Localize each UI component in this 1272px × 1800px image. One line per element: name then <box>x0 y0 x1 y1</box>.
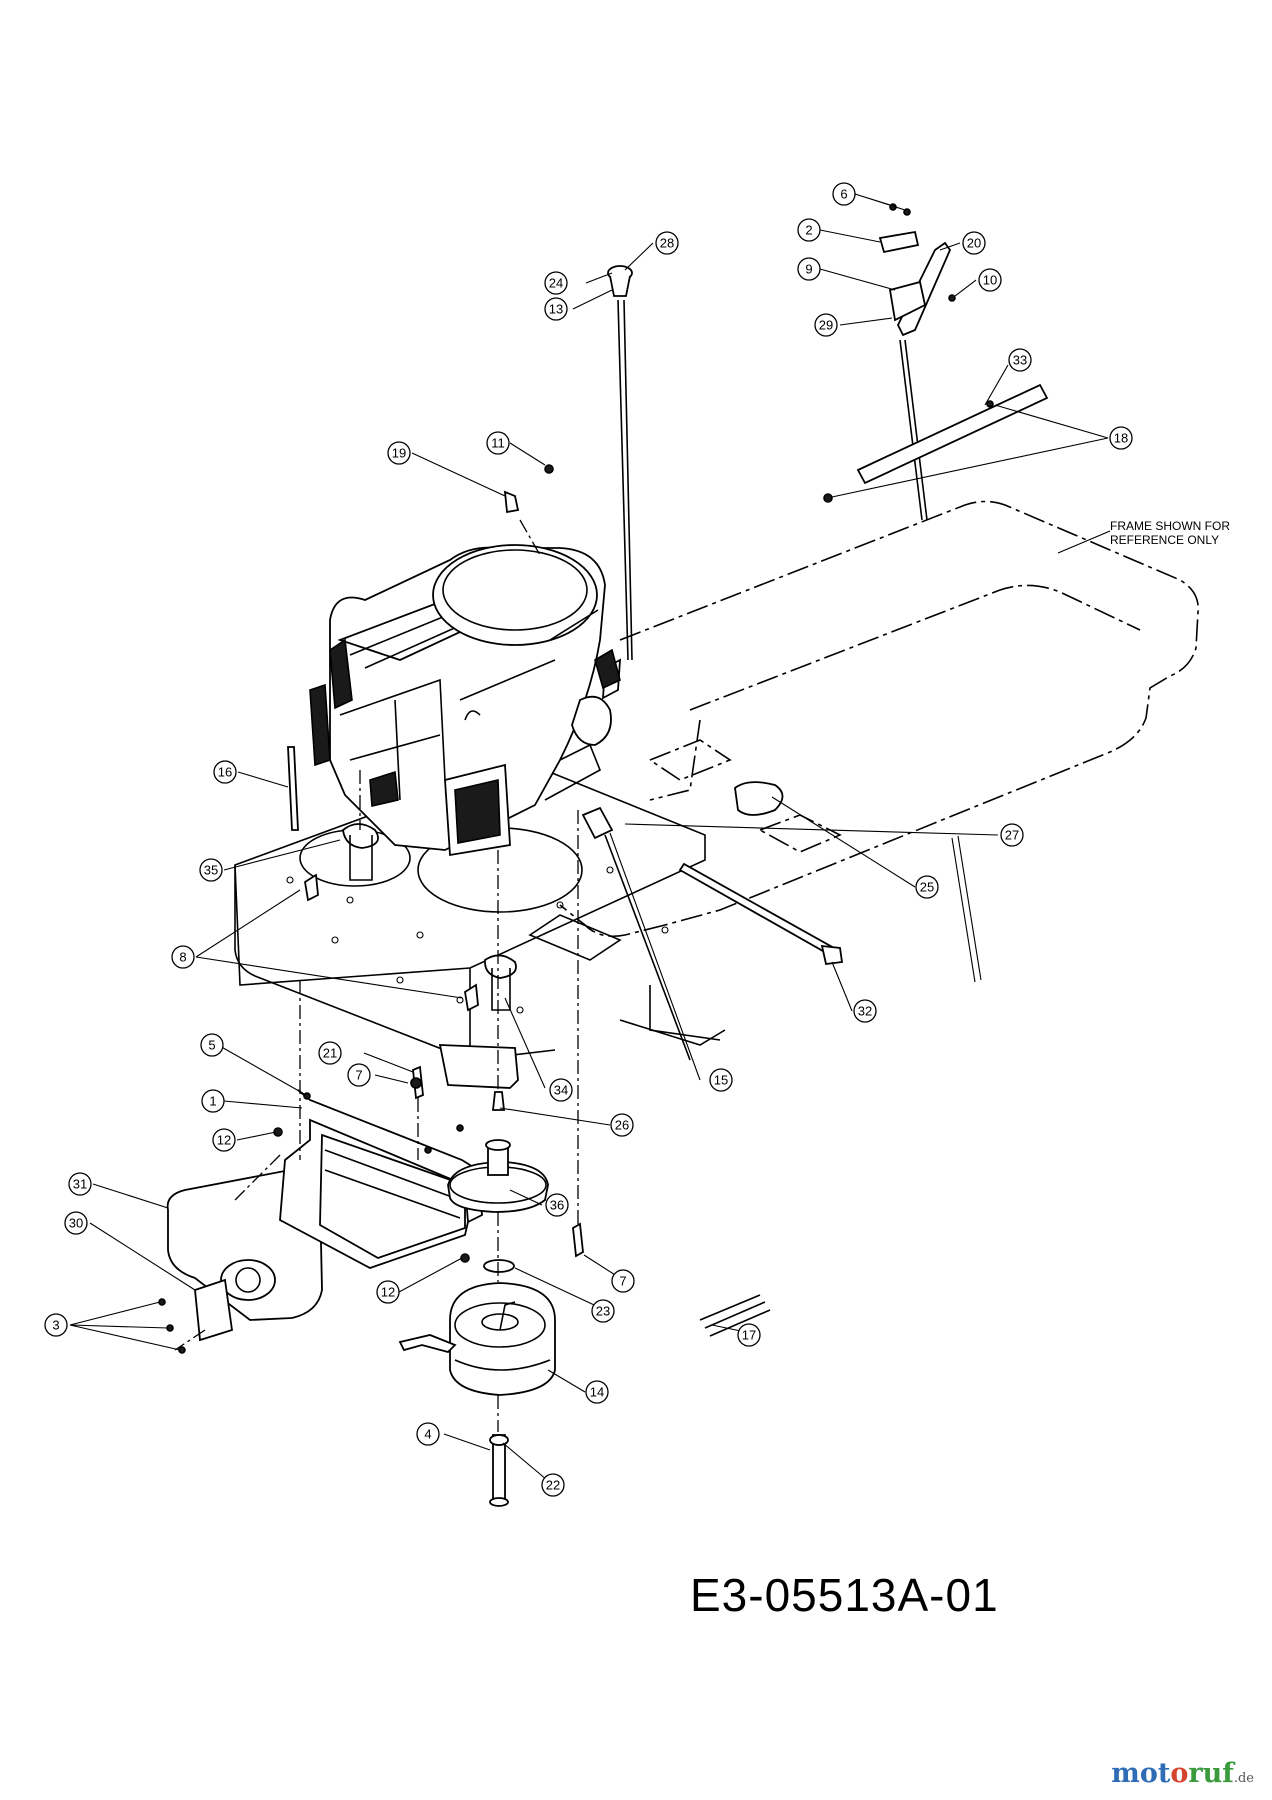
engine <box>309 544 622 857</box>
callout-36: 36 <box>545 1193 569 1217</box>
svg-text:15: 15 <box>714 1073 728 1088</box>
callout-1: 1 <box>201 1089 225 1113</box>
dipstick-assembly <box>594 265 633 690</box>
callout-20: 20 <box>962 231 986 255</box>
svg-text:7: 7 <box>355 1068 362 1083</box>
svg-text:35: 35 <box>204 863 218 878</box>
svg-text:8: 8 <box>179 950 186 965</box>
callout-30: 30 <box>64 1211 88 1235</box>
callout-34: 34 <box>549 1078 573 1102</box>
svg-text:13: 13 <box>549 302 563 317</box>
callout-33: 33 <box>1008 348 1032 372</box>
callout-10: 10 <box>978 268 1002 292</box>
callout-19: 19 <box>387 441 411 465</box>
svg-text:21: 21 <box>323 1046 337 1061</box>
svg-text:14: 14 <box>590 1385 604 1400</box>
svg-text:27: 27 <box>1005 828 1019 843</box>
frame-reference-note: FRAME SHOWN FOR REFERENCE ONLY <box>1057 519 1230 554</box>
svg-text:4: 4 <box>424 1427 431 1442</box>
svg-text:20: 20 <box>967 236 981 251</box>
svg-text:10: 10 <box>983 273 997 288</box>
callout-13: 13 <box>544 297 568 321</box>
callout-22: 22 <box>541 1473 565 1497</box>
callout-24: 24 <box>544 271 568 295</box>
assembly-centerlines <box>174 519 579 1432</box>
frame-note-line2: REFERENCE ONLY <box>1110 533 1219 547</box>
svg-text:24: 24 <box>549 276 563 291</box>
svg-text:3: 3 <box>52 1318 59 1333</box>
callout-5: 5 <box>200 1033 224 1057</box>
callout-7-upper: 7 <box>347 1063 371 1087</box>
watermark-part3: ruf <box>1188 1758 1234 1789</box>
callout-35: 35 <box>199 858 223 882</box>
svg-text:16: 16 <box>218 765 232 780</box>
callout-27: 27 <box>1000 823 1024 847</box>
callout-31: 31 <box>68 1172 92 1196</box>
callout-17: 17 <box>737 1323 761 1347</box>
callout-7-lower: 7 <box>611 1269 635 1293</box>
callouts: 6 2 20 9 10 29 33 18 28 24 13 19 11 16 3… <box>44 182 1133 1497</box>
rod-assembly <box>823 383 1049 503</box>
frame-outline <box>559 500 1199 983</box>
svg-text:23: 23 <box>596 1304 610 1319</box>
engine-pulley <box>447 1091 584 1258</box>
svg-text:9: 9 <box>805 262 812 277</box>
frame-note-line1: FRAME SHOWN FOR <box>1110 519 1230 533</box>
callout-2: 2 <box>797 218 821 242</box>
callout-3: 3 <box>44 1313 68 1337</box>
svg-text:25: 25 <box>920 880 934 895</box>
callout-4: 4 <box>416 1422 440 1446</box>
callout-14: 14 <box>585 1380 609 1404</box>
callout-32: 32 <box>853 999 877 1023</box>
svg-text:11: 11 <box>491 436 505 451</box>
svg-text:28: 28 <box>660 236 674 251</box>
callout-11: 11 <box>486 431 510 455</box>
svg-text:2: 2 <box>805 223 812 238</box>
callout-23: 23 <box>591 1299 615 1323</box>
svg-text:31: 31 <box>73 1177 87 1192</box>
svg-text:1: 1 <box>209 1094 216 1109</box>
muffler-bracket <box>273 1089 483 1269</box>
callout-9: 9 <box>797 257 821 281</box>
svg-text:30: 30 <box>69 1216 83 1231</box>
svg-text:5: 5 <box>208 1038 215 1053</box>
svg-text:26: 26 <box>615 1118 629 1133</box>
svg-text:33: 33 <box>1013 353 1027 368</box>
svg-text:19: 19 <box>392 446 406 461</box>
callout-29: 29 <box>814 313 838 337</box>
drawing-number: E3-05513A-01 <box>690 1569 999 1621</box>
callout-leaders <box>69 193 1109 1486</box>
svg-text:29: 29 <box>819 318 833 333</box>
watermark-part2: o <box>1170 1758 1189 1789</box>
callout-21: 21 <box>318 1041 342 1065</box>
pto-clutch-assembly <box>398 1259 556 1507</box>
watermark-part1: mot <box>1111 1758 1171 1789</box>
callout-6: 6 <box>832 182 856 206</box>
svg-text:12: 12 <box>217 1133 231 1148</box>
callout-12-lower: 12 <box>376 1280 400 1304</box>
svg-text:36: 36 <box>550 1198 564 1213</box>
svg-text:34: 34 <box>554 1083 568 1098</box>
svg-text:17: 17 <box>742 1328 756 1343</box>
svg-text:7: 7 <box>619 1274 626 1289</box>
svg-text:32: 32 <box>858 1004 872 1019</box>
throttle-control-assembly <box>878 203 956 521</box>
callout-26: 26 <box>610 1113 634 1137</box>
callout-25: 25 <box>915 875 939 899</box>
engine-mount-spacers <box>304 823 517 1012</box>
svg-text:6: 6 <box>840 187 847 202</box>
callout-28: 28 <box>655 231 679 255</box>
watermark-logo: motoruf.de <box>1111 1758 1254 1789</box>
callout-8: 8 <box>171 945 195 969</box>
callout-16: 16 <box>213 760 237 784</box>
svg-text:22: 22 <box>546 1478 560 1493</box>
callout-15: 15 <box>709 1068 733 1092</box>
callout-18: 18 <box>1109 426 1133 450</box>
svg-text:18: 18 <box>1114 431 1128 446</box>
svg-text:12: 12 <box>381 1285 395 1300</box>
watermark-part4: .de <box>1233 1771 1254 1786</box>
callout-12-left: 12 <box>212 1128 236 1152</box>
